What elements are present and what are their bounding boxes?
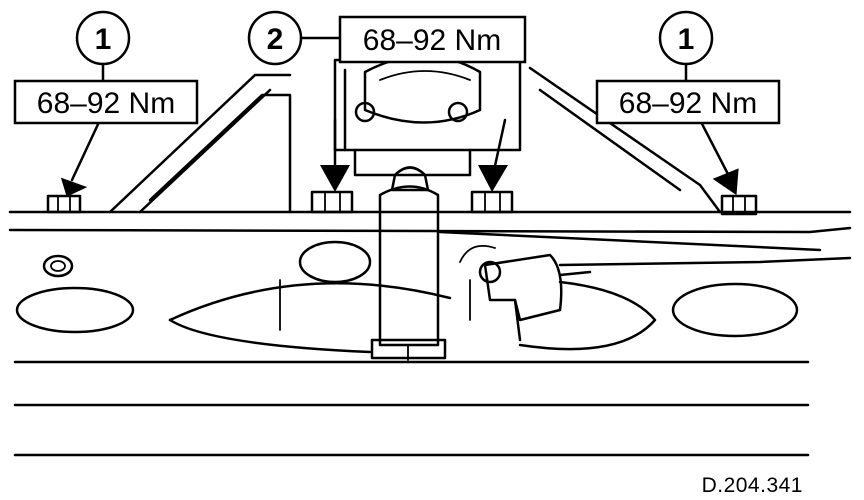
torque-label: 68–92 Nm [363,24,501,57]
arrow-center-left [320,165,350,192]
callout-number: 1 [678,23,695,56]
torque-label-box [338,15,527,64]
callout-number: 2 [267,23,284,56]
callout-number: 1 [95,23,112,56]
arrow-left [60,177,88,197]
torque-label: 68–92 Nm [619,87,757,120]
arrow-right [712,168,739,196]
torque-label-box [595,79,781,125]
callout-right: 1 68–92 Nm [595,10,781,125]
figure-reference: D.204.341 [702,474,803,497]
bolt-center-right [470,190,514,214]
torque-label: 68–92 Nm [37,87,175,120]
bolt-right [720,194,758,216]
callout-left: 1 68–92 Nm [13,10,199,125]
torque-arrows [60,118,739,197]
arrow-center-right [478,165,508,192]
bolt-left [46,194,82,214]
bolt-center-left [310,190,354,214]
callout-center: 2 68–92 Nm [247,10,527,66]
torque-label-box [13,79,199,125]
